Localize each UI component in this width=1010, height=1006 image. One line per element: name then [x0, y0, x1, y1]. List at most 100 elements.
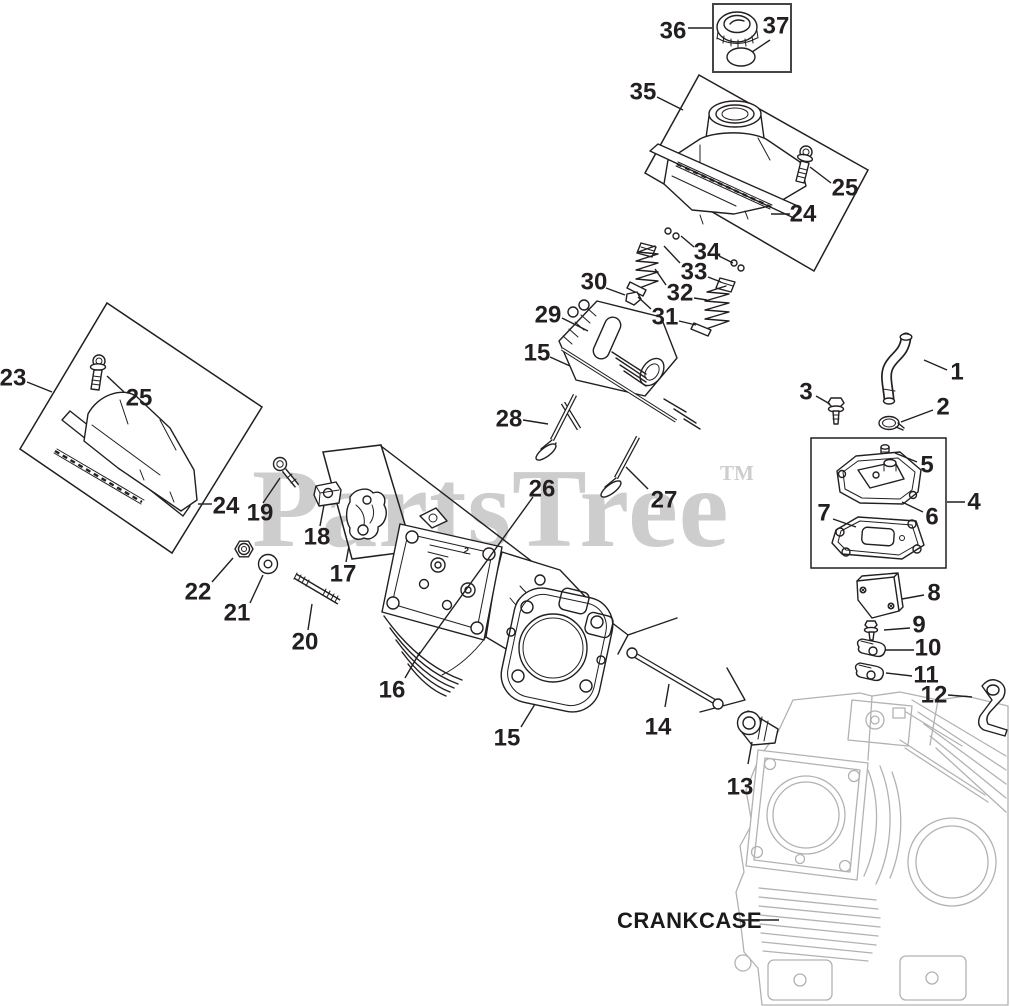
part-28-intake-valve — [535, 393, 578, 461]
part-label-13: 13 — [727, 774, 754, 801]
leader-26 — [417, 496, 534, 657]
part-label-8: 8 — [927, 580, 940, 607]
part-label-25: 25 — [126, 385, 153, 412]
part-label-35: 35 — [630, 79, 657, 106]
part-label-33: 33 — [681, 259, 708, 286]
part-label-19: 19 — [247, 500, 274, 527]
part-23-valve-cover — [61, 391, 198, 517]
leader-30 — [605, 287, 626, 296]
part-label-7: 7 — [817, 500, 830, 527]
leader-25 — [809, 166, 832, 184]
part-19-bolt — [272, 456, 300, 488]
leader-23 — [26, 381, 53, 393]
part-15-head-gasket — [500, 587, 614, 713]
part-label-20: 20 — [292, 629, 319, 656]
part-label-22: 22 — [185, 579, 212, 606]
leader-8 — [901, 594, 925, 600]
leader-21 — [249, 574, 264, 604]
leader-22 — [211, 557, 234, 583]
leader-7 — [832, 518, 857, 528]
part-label-36: 36 — [660, 18, 687, 45]
part-label-10: 10 — [915, 635, 942, 662]
part-label-4: 4 — [967, 489, 981, 516]
part-34-keepers — [664, 227, 745, 272]
part-25-bolt-top — [795, 145, 814, 184]
part-label-12: 12 — [921, 682, 948, 709]
part-label-32: 32 — [667, 280, 694, 307]
box-4 — [810, 437, 947, 569]
part-label-37: 37 — [763, 13, 790, 40]
part-label-23: 23 — [0, 365, 26, 392]
part-label-25: 25 — [832, 175, 859, 202]
part-21-washer — [257, 553, 279, 575]
part-label-6: 6 — [925, 504, 938, 531]
head-casting-mark: 2 — [463, 545, 470, 556]
leader-28 — [522, 419, 549, 425]
leader-19 — [262, 477, 281, 504]
part-37-o-ring — [726, 47, 756, 67]
leader-33 — [707, 276, 722, 283]
part-14-push-rod — [626, 647, 724, 710]
box-14-brackets — [617, 617, 746, 713]
part-32-valve-springs — [633, 245, 730, 331]
part-15-head-bolt-rod — [561, 347, 677, 423]
leader-20 — [307, 603, 313, 631]
part-7-breather-gasket — [831, 516, 925, 560]
part-label-28: 28 — [496, 406, 523, 433]
leader-14 — [664, 683, 670, 708]
part-label-30: 30 — [581, 269, 608, 296]
leader-12 — [947, 694, 973, 698]
leader-9 — [883, 627, 911, 631]
crankcase-callout: CRANKCASE — [617, 908, 779, 933]
leader-3 — [815, 395, 831, 405]
leader-17 — [345, 545, 350, 563]
part-label-15: 15 — [494, 725, 521, 752]
leader-34 — [718, 255, 734, 264]
part-12-bracket — [977, 679, 1008, 737]
part-6-breather-cover — [836, 451, 922, 505]
leader-33 — [663, 245, 681, 264]
leader-32 — [654, 268, 667, 286]
leader-37 — [751, 39, 771, 53]
part-13-valve-lifter — [736, 710, 779, 746]
box-36-37 — [712, 3, 792, 73]
part-label-3: 3 — [799, 379, 812, 406]
part-9-screw — [863, 620, 879, 641]
crankcase-drawing — [734, 691, 1009, 1006]
leader-31 — [678, 320, 697, 326]
leader-1 — [923, 359, 948, 371]
part-10-clip — [856, 638, 887, 658]
box-35 — [643, 73, 870, 273]
leader-2 — [900, 409, 934, 423]
leader-5 — [894, 452, 918, 463]
leader-13 — [747, 741, 753, 765]
part-label-9: 9 — [912, 612, 925, 639]
part-label-5: 5 — [920, 452, 933, 479]
part-label-24: 24 — [213, 493, 240, 520]
part-20-stud — [293, 572, 341, 605]
box-23 — [18, 301, 264, 555]
part-label-27: 27 — [651, 487, 678, 514]
part-5-breather-valve — [880, 444, 890, 459]
part-label-14: 14 — [645, 714, 672, 741]
watermark-tm: TM — [720, 461, 754, 485]
part-18-rocker-pivot — [313, 481, 342, 507]
part-30-cap — [625, 291, 642, 306]
leader-15 — [549, 356, 571, 367]
part-label-18: 18 — [304, 524, 331, 551]
leader-18 — [319, 504, 325, 527]
part-label-21: 21 — [224, 600, 251, 627]
part-3-screw — [827, 397, 845, 425]
part-label-2: 2 — [936, 394, 949, 421]
part-2-hose-clamp — [878, 415, 905, 431]
part-label-34: 34 — [694, 239, 721, 266]
part-label-26: 26 — [529, 476, 556, 503]
leader-31 — [637, 296, 652, 310]
part-31-spring-seats — [626, 281, 712, 337]
leader-35 — [656, 96, 684, 111]
part-11-clip — [854, 662, 885, 682]
leader-32 — [693, 297, 708, 301]
leader-lines — [26, 27, 973, 765]
